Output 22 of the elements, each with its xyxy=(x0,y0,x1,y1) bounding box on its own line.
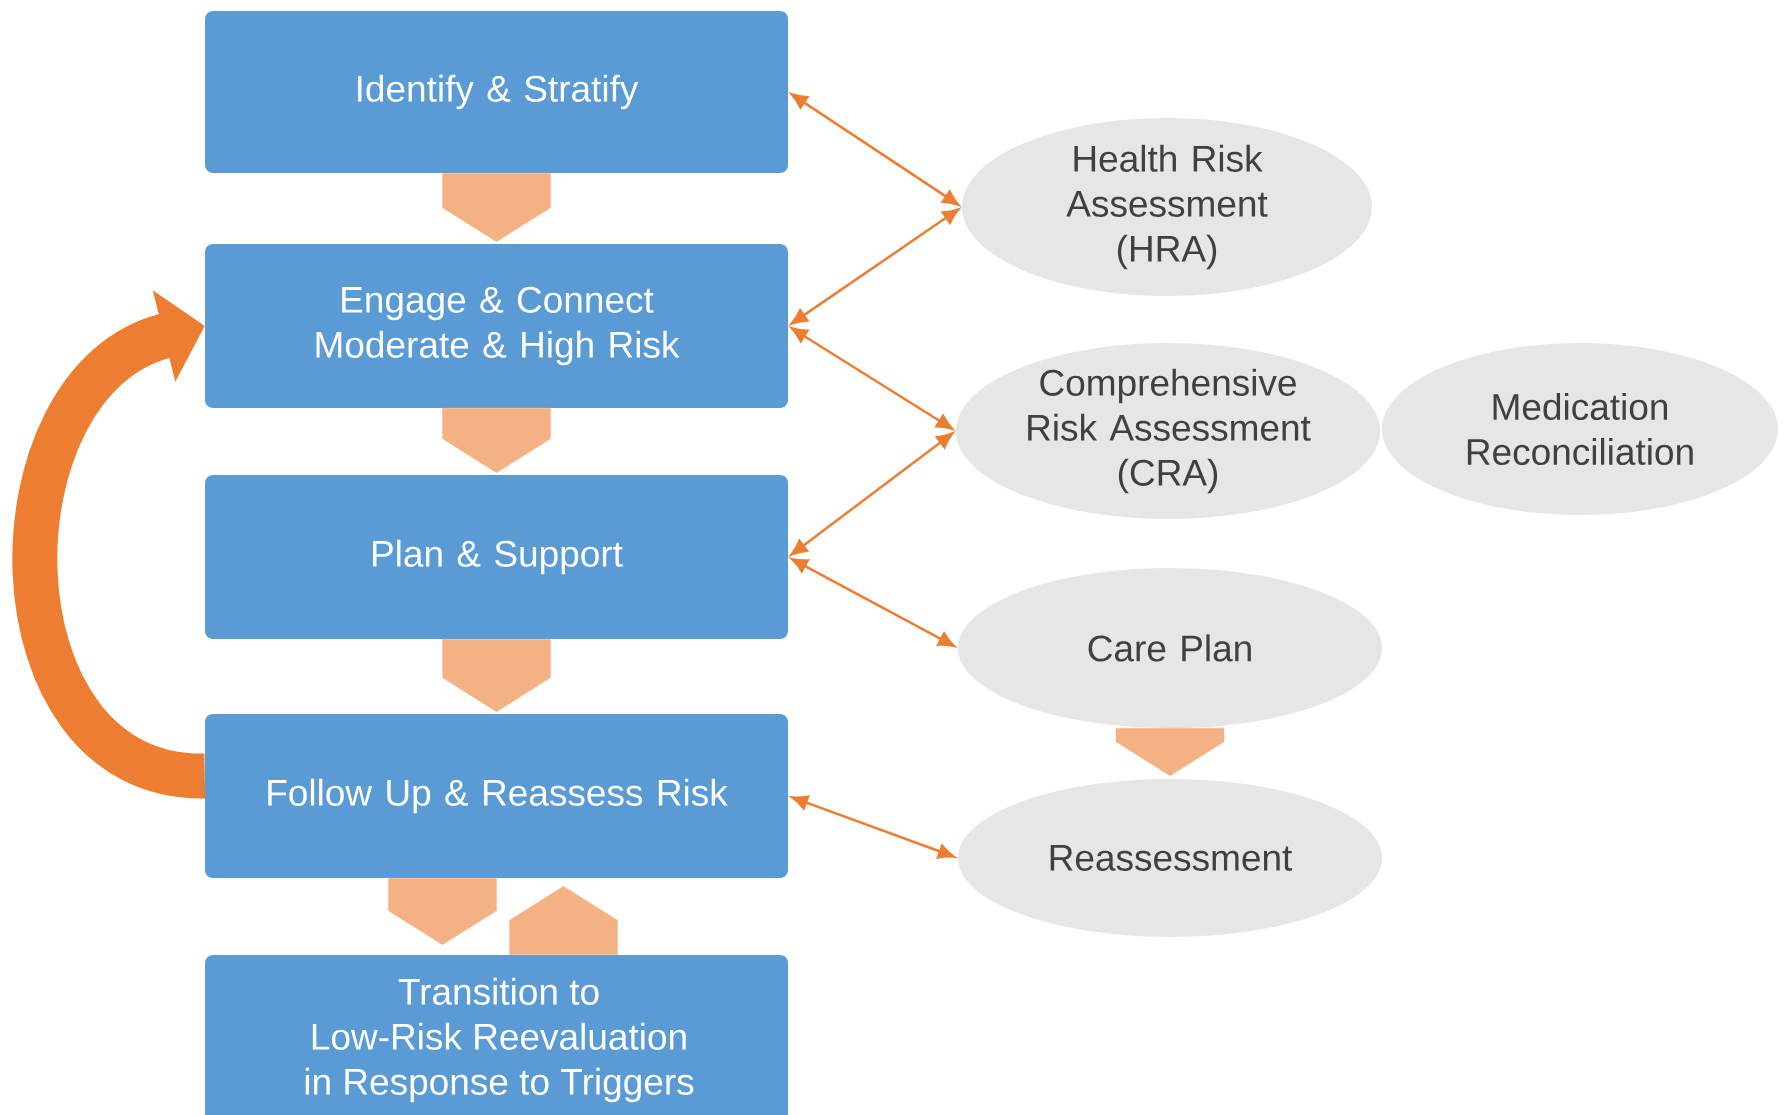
ellipse-node: Health Risk Assessment (HRA) xyxy=(962,118,1372,296)
arrow xyxy=(790,432,954,556)
process-box: Identify & Stratify xyxy=(205,11,788,173)
chevron-arrow xyxy=(442,173,551,242)
ellipse-node: Reassessment xyxy=(957,779,1383,937)
chevron-arrow xyxy=(388,877,497,945)
arrow xyxy=(790,327,954,430)
chevron-arrow xyxy=(442,408,551,473)
ellipse-node: Care Plan xyxy=(957,568,1383,728)
arrow xyxy=(790,208,960,325)
chevron-arrow xyxy=(442,638,551,712)
arrow xyxy=(791,557,955,648)
chevron-arrow xyxy=(509,885,618,955)
process-box: Engage & Connect Moderate & High Risk xyxy=(205,244,788,408)
arrow xyxy=(790,93,960,206)
ellipse-node: Comprehensive Risk Assessment (CRA) xyxy=(955,343,1381,519)
chevron-arrow xyxy=(1115,727,1225,776)
process-box: Transition to Low-Risk Reevaluation in Response to Triggers xyxy=(205,955,788,1115)
arrow xyxy=(791,795,955,859)
process-box: Follow Up & Reassess Risk xyxy=(205,714,788,878)
process-box: Plan & Support xyxy=(205,475,788,639)
ellipse-node: Medication Reconciliation xyxy=(1382,343,1778,515)
